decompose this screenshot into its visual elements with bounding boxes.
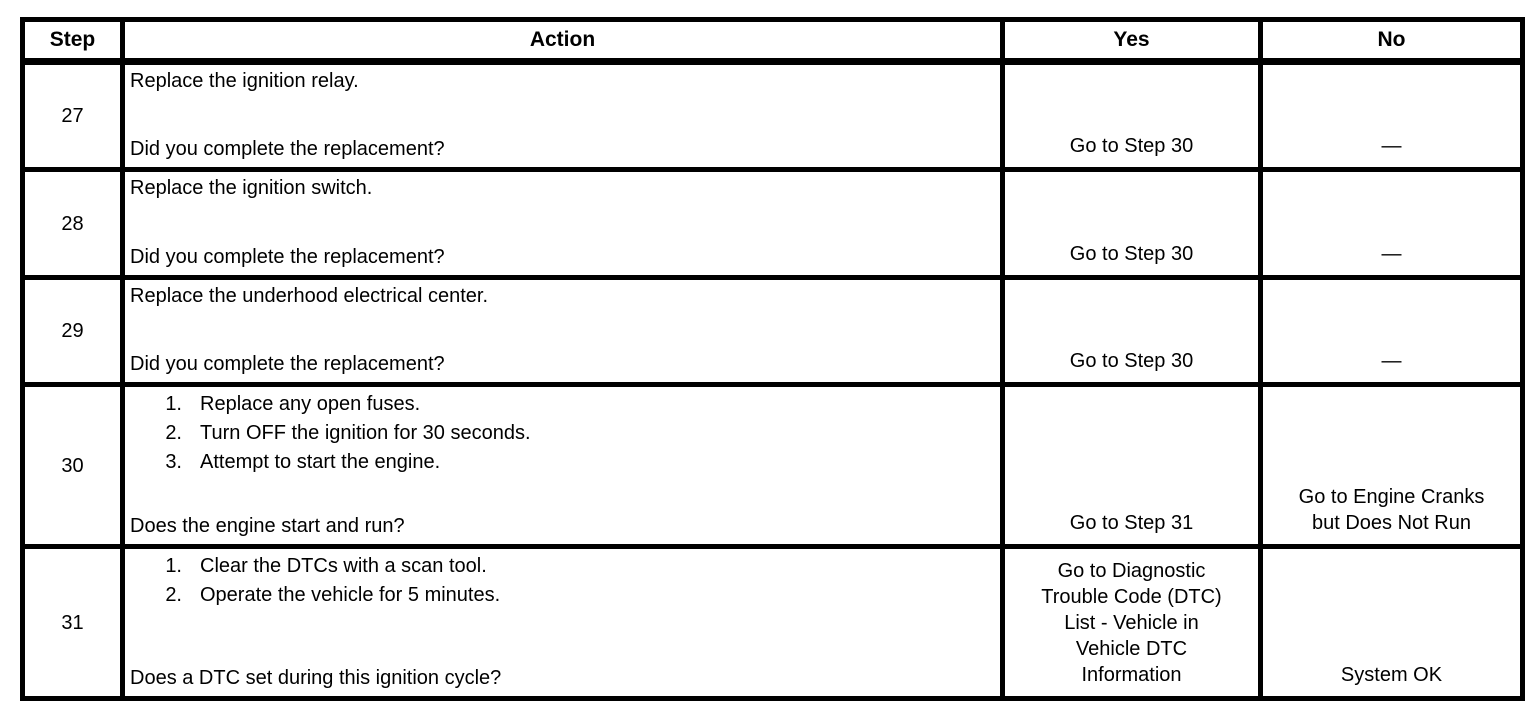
step-cell: 27 bbox=[20, 59, 125, 172]
no-cell: System OK bbox=[1258, 544, 1525, 701]
yes-cell: Go to Step 31 bbox=[1000, 382, 1263, 549]
action-question: Did you complete the replacement? bbox=[130, 353, 445, 375]
action-list-item: 3. Attempt to start the engine. bbox=[130, 449, 992, 475]
list-number: 1. bbox=[165, 555, 182, 577]
action-list: 1. Replace any open fuses. 2. Turn OFF the … bbox=[130, 391, 992, 475]
action-list-item: 2. Turn OFF the ignition for 30 seconds. bbox=[130, 420, 992, 446]
table-header: Step Action Yes No bbox=[20, 17, 1525, 65]
list-number: 3. bbox=[165, 451, 182, 473]
yes-cell: Go to Step 30 bbox=[1000, 59, 1263, 172]
step-cell: 30 bbox=[20, 382, 125, 549]
action-question: Did you complete the replacement? bbox=[130, 246, 445, 268]
yes-cell: Go to Step 30 bbox=[1000, 167, 1263, 280]
header-action: Action bbox=[120, 17, 1005, 65]
header-yes: Yes bbox=[1000, 17, 1263, 65]
list-number: 2. bbox=[165, 584, 182, 606]
list-number: 1. bbox=[165, 393, 182, 415]
action-intro: Replace the ignition relay. bbox=[130, 70, 359, 92]
action-question: Does a DTC set during this ignition cycl… bbox=[130, 667, 502, 689]
action-list-item: 2. Operate the vehicle for 5 minutes. bbox=[130, 582, 992, 608]
header-step: Step bbox=[20, 17, 125, 65]
list-text: Turn OFF the ignition for 30 seconds. bbox=[200, 422, 531, 444]
header-no: No bbox=[1258, 17, 1525, 65]
list-text: Clear the DTCs with a scan tool. bbox=[200, 555, 487, 577]
list-text: Attempt to start the engine. bbox=[200, 451, 441, 473]
list-text: Replace any open fuses. bbox=[200, 393, 421, 415]
action-question: Did you complete the replacement? bbox=[130, 138, 445, 160]
table-row: 30 1. Replace any open fuses. 2. Turn OFF th… bbox=[20, 382, 1525, 549]
action-cell: 1. Replace any open fuses. 2. Turn OFF the … bbox=[120, 382, 1005, 549]
table-row: 31 1. Clear the DTCs with a scan tool. 2. Op… bbox=[20, 544, 1525, 701]
action-list: 1. Clear the DTCs with a scan tool. 2. Oper… bbox=[130, 553, 992, 608]
yes-cell: Go to Diagnostic Trouble Code (DTC) List… bbox=[1000, 544, 1263, 701]
list-text: Operate the vehicle for 5 minutes. bbox=[200, 584, 501, 606]
action-intro: Replace the underhood electrical center. bbox=[130, 285, 489, 307]
action-intro: Replace the ignition switch. bbox=[130, 177, 373, 199]
no-cell: — bbox=[1258, 167, 1525, 280]
no-cell: — bbox=[1258, 59, 1525, 172]
step-cell: 29 bbox=[20, 275, 125, 387]
no-cell: Go to Engine Cranks but Does Not Run bbox=[1258, 382, 1525, 549]
header-row: Step Action Yes No bbox=[20, 17, 1525, 65]
no-cell: — bbox=[1258, 275, 1525, 387]
yes-cell: Go to Step 30 bbox=[1000, 275, 1263, 387]
action-cell: Replace the ignition relay. Did you compl… bbox=[120, 59, 1005, 172]
action-list-item: 1. Replace any open fuses. bbox=[130, 391, 992, 417]
action-cell: Replace the ignition switch. Did you comp… bbox=[120, 167, 1005, 280]
action-cell: 1. Clear the DTCs with a scan tool. 2. Oper… bbox=[120, 544, 1005, 701]
step-cell: 28 bbox=[20, 167, 125, 280]
step-cell: 31 bbox=[20, 544, 125, 701]
action-list-item: 1. Clear the DTCs with a scan tool. bbox=[130, 553, 992, 579]
action-cell: Replace the underhood electrical center.… bbox=[120, 275, 1005, 387]
list-number: 2. bbox=[165, 422, 182, 444]
action-question: Does the engine start and run? bbox=[130, 515, 405, 537]
